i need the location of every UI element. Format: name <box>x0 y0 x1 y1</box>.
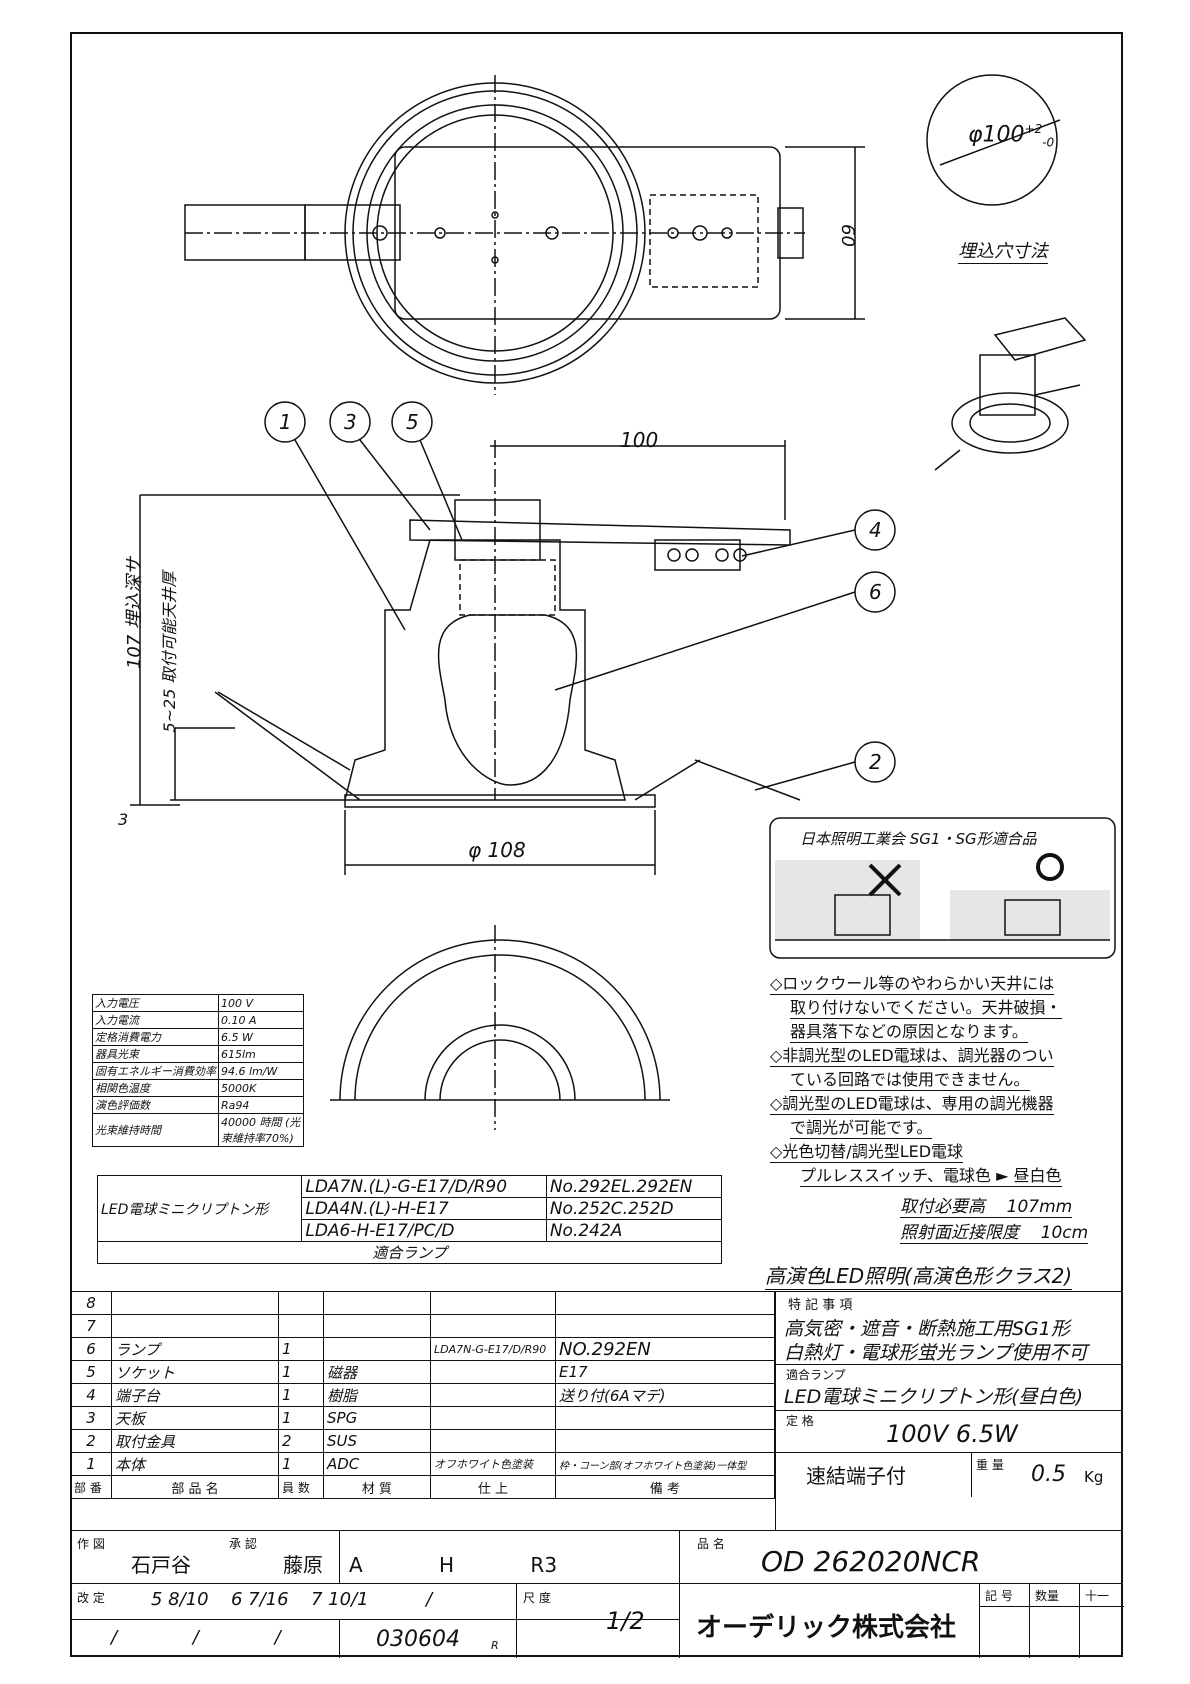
rev5: / / / <box>111 1627 281 1648</box>
product-number: OD 262020NCR <box>761 1545 981 1578</box>
note-line: ◇非調光型のLED電球は、調光器のつい <box>770 1042 1054 1067</box>
dim-60: 60 <box>836 224 858 247</box>
weight-label: 重 量 <box>976 1458 1004 1472</box>
callout-1: 1 <box>279 410 292 434</box>
remarks-lamp-title: 適合ランプ <box>786 1368 846 1382</box>
plus-minus: 十一 <box>1085 1589 1110 1603</box>
weight-value: 0.5 <box>1031 1462 1066 1487</box>
callout-2: 2 <box>869 750 882 774</box>
hole-circle <box>926 74 1058 206</box>
note-line: ◇光色切替/調光型LED電球 <box>770 1138 964 1163</box>
top-view <box>184 75 865 395</box>
rev3: 7 10/1 <box>311 1589 369 1610</box>
rev4: / <box>426 1589 433 1610</box>
callout-3: 3 <box>344 410 357 434</box>
title-block: 作 図 石戸谷 承 認 藤原 A H R3 品 名 OD 262020NCR 改… <box>70 1530 1124 1658</box>
note-line: 器具落下などの原因となります。 <box>790 1018 1028 1043</box>
company-name: オーデリック株式会社 <box>696 1613 957 1643</box>
callout-4: 4 <box>869 518 882 542</box>
perspective-sketch <box>934 317 1087 471</box>
remarks-line1: 高気密・遮音・断熱施工用SG1形 <box>784 1318 1070 1340</box>
install-limit: 照射面近接限度 10cm <box>900 1218 1089 1244</box>
rev-label: 改 定 <box>77 1591 105 1605</box>
remarks-line2: 白熱灯・電球形蛍光ランプ使用不可 <box>784 1342 1088 1364</box>
remarks-lamp-value: LED電球ミニクリプトン形(昼白色) <box>784 1386 1084 1408</box>
dim-107: 107 埋込深サ <box>124 556 145 670</box>
callout-5: 5 <box>406 410 419 434</box>
hole-label: 埋込穴寸法 <box>958 237 1048 264</box>
approved-label: 承 認 <box>229 1537 257 1551</box>
install-height: 取付必要高 107mm <box>900 1192 1073 1218</box>
doc-number: 030604 <box>376 1627 460 1652</box>
dim-3: 3 <box>118 810 129 829</box>
rev2: 6 7/16 <box>231 1589 289 1610</box>
dim-ceiling: 5~25 取付可能天井厚 <box>160 571 179 733</box>
dim-108: φ 108 <box>468 838 526 862</box>
sym-label: 記 号 <box>985 1589 1013 1603</box>
dim-100: 100 <box>620 428 659 452</box>
scale-label: 尺 度 <box>523 1591 551 1605</box>
note-line: ◇ロックウール等のやわらかい天井には <box>770 970 1055 995</box>
note-line: で調光が可能です。 <box>790 1114 933 1139</box>
callout-6: 6 <box>869 580 882 604</box>
sg-illustration <box>769 817 1116 959</box>
codes: A H R3 <box>349 1553 558 1577</box>
scale: 1/2 <box>606 1607 645 1635</box>
remarks-title: 特 記 事 項 <box>788 1298 853 1313</box>
drawn-by: 石戸谷 <box>131 1553 191 1577</box>
hole-dim-line <box>939 119 1061 166</box>
note-line: プルレススイッチ、電球色 ► 昼白色 <box>800 1162 1062 1187</box>
bottom-view <box>330 925 670 1130</box>
terminal-label: 速結端子付 <box>806 1464 906 1488</box>
hole-dia-text: φ100+2-0 <box>968 122 1055 150</box>
approved-by: 藤原 <box>283 1553 323 1577</box>
sg-title: 日本照明工業会 SG1・SG形適合品 <box>800 830 1037 848</box>
note-line: 取り付けないでください。天井破損・ <box>790 994 1062 1019</box>
remarks-panel: 特 記 事 項 高気密・遮音・断熱施工用SG1形 白熱灯・電球形蛍光ランプ使用不… <box>775 1291 1123 1531</box>
rating-label: 定 格 <box>786 1414 814 1428</box>
weight-unit: Kg <box>1084 1468 1104 1486</box>
note-line: ◇調光型のLED電球は、専用の調光機器 <box>770 1090 1054 1115</box>
side-view <box>130 440 801 875</box>
rating-value: 100V 6.5W <box>886 1420 1018 1448</box>
qty-label: 数量 <box>1035 1589 1060 1603</box>
note-line: ている回路では使用できません。 <box>790 1066 1030 1091</box>
name-label: 品 名 <box>697 1537 725 1551</box>
callout-circles <box>264 401 896 791</box>
rev1: 5 8/10 <box>151 1589 209 1610</box>
doc-suffix: R <box>491 1639 499 1652</box>
high-cri-label: 高演色LED照明(高演色形クラス2) <box>765 1260 1073 1290</box>
drawn-label: 作 図 <box>77 1537 105 1551</box>
